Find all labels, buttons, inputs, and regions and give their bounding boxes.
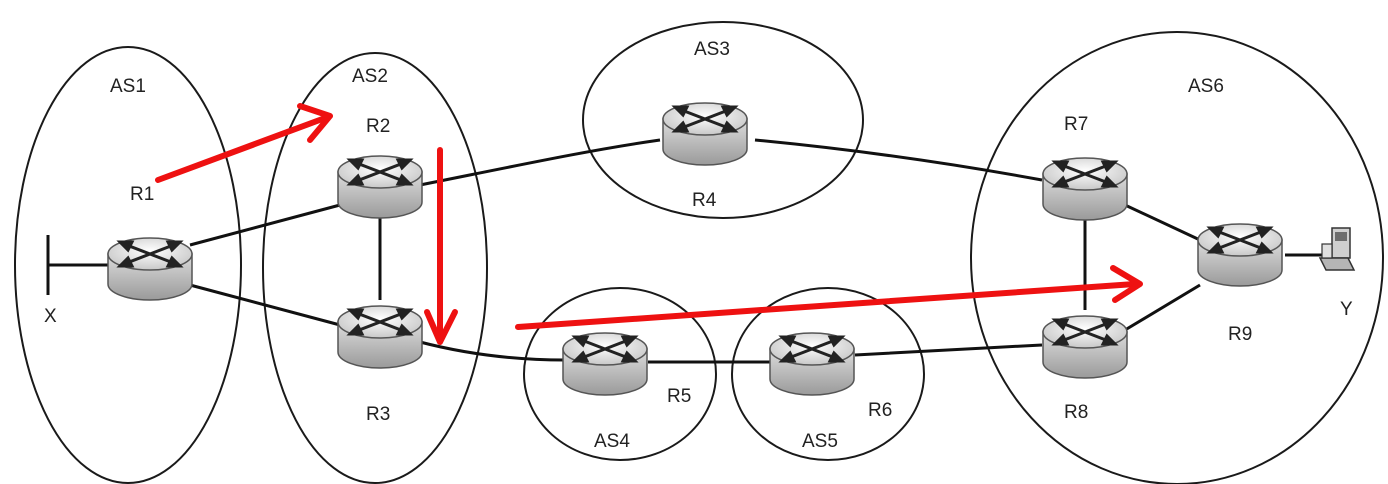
as4-label: AS4	[594, 431, 630, 452]
as2-boundary	[262, 52, 488, 484]
r6-router-icon	[768, 331, 856, 397]
arrowhead-r3-to-r9	[1110, 265, 1143, 303]
r2-label: R2	[366, 116, 390, 137]
r4-label: R4	[692, 190, 717, 211]
as5-label: AS5	[802, 431, 838, 452]
link-r3-r5	[419, 340, 566, 362]
r8-router-icon	[1041, 314, 1129, 380]
computer-icon	[1318, 227, 1356, 271]
r8-label: R8	[1064, 402, 1088, 423]
r2-router-icon	[336, 154, 424, 220]
as6-label: AS6	[1188, 76, 1224, 97]
link-r2-r4	[419, 138, 661, 187]
r5-router-icon	[561, 331, 649, 397]
as1-label: AS1	[110, 76, 146, 97]
arrow-r3-to-r9	[515, 281, 1138, 330]
link-r7-r9	[1124, 203, 1201, 242]
as3-label: AS3	[694, 39, 730, 60]
as3-boundary	[582, 21, 864, 219]
r6-label: R6	[868, 400, 892, 421]
r7-router-icon	[1041, 156, 1129, 222]
r4-router-icon	[661, 101, 749, 167]
as5-boundary	[731, 287, 925, 461]
as1-boundary	[14, 46, 242, 484]
r3-router-icon	[336, 304, 424, 370]
r1-router-icon	[106, 236, 194, 302]
as4-boundary	[523, 287, 717, 461]
r5-label: R5	[667, 386, 691, 407]
as2-label: AS2	[352, 66, 388, 87]
route-arrows	[155, 103, 1143, 345]
arrow-r1-to-r2	[155, 115, 328, 183]
r3-label: R3	[366, 404, 390, 425]
link-r8-r9	[1124, 283, 1201, 332]
host-x-label: X	[44, 306, 57, 327]
r1-label: R1	[130, 184, 154, 205]
links	[46, 138, 1325, 364]
r9-label: R9	[1228, 324, 1252, 345]
arrowhead-r2-to-r3	[424, 309, 458, 345]
as6-boundary	[970, 31, 1384, 484]
link-r1-r2	[189, 203, 341, 247]
r7-label: R7	[1064, 114, 1088, 135]
host-y-label: Y	[1340, 299, 1353, 320]
r9-router-icon	[1196, 222, 1284, 288]
link-r4-r7	[754, 138, 1043, 182]
arrowhead-r1-to-r2	[297, 103, 333, 143]
link-r6-r8	[854, 343, 1043, 357]
link-r1-r3	[189, 283, 341, 327]
